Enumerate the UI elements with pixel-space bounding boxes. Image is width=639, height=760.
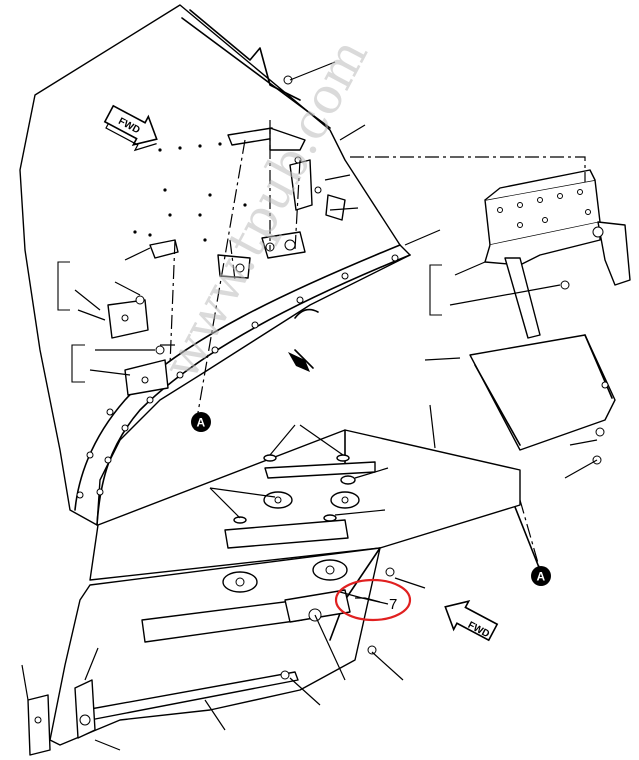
leader-lines [21, 61, 598, 751]
rivet-dots [133, 142, 247, 242]
arrow-sticks [288, 349, 314, 372]
fwd-arrow-lower [444, 599, 499, 642]
rim-holes [76, 254, 399, 499]
lower-panel [27, 429, 521, 756]
reference-marker-label-upper: A [197, 416, 206, 430]
upper-fairing-panel [19, 4, 411, 526]
right-cover-plate [469, 334, 616, 465]
callout-number: 7 [389, 596, 397, 613]
assembly-alignment-lines [169, 120, 586, 571]
callout-7-group: 7 [334, 578, 412, 622]
reference-marker-label-lower: A [537, 570, 546, 584]
reference-marker-a-lower: A [514, 506, 551, 586]
right-bracket-assembly [484, 169, 631, 339]
red-highlight-ellipse [334, 578, 412, 622]
fwd-arrow-upper: FWD [103, 104, 158, 152]
reference-marker-a-upper: A [191, 412, 211, 432]
grouping-brackets [57, 261, 442, 383]
